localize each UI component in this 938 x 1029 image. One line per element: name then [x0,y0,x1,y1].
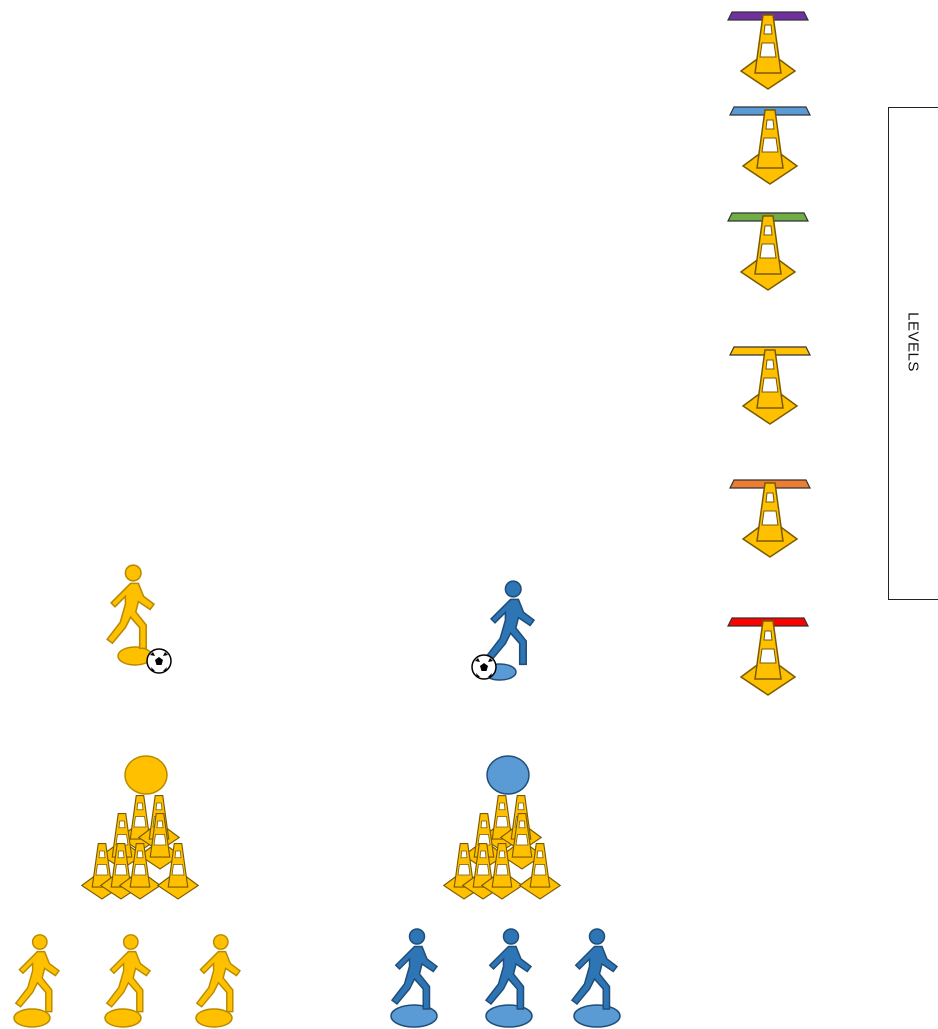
blue-player [392,929,437,1009]
level-cone-3 [743,350,797,424]
level-marker-3 [730,347,810,424]
level-marker-5 [730,107,810,184]
soccer-ball-icon [147,649,171,673]
level-marker-1 [728,618,808,695]
blue-spot [574,1005,620,1027]
blue-player [486,929,531,1009]
yellow-player [197,935,240,1012]
level-cone-5 [743,110,797,184]
blue-cone-pyramid [444,756,561,899]
yellow-dribbler [107,565,171,673]
levels-label: LEVELS [905,312,922,372]
level-marker-6 [728,12,808,89]
yellow-player [107,935,150,1012]
level-cone-4 [741,216,795,290]
blue-pyramid-top-spot [487,756,529,794]
level-marker-2 [730,480,810,557]
yellow-player [16,935,59,1012]
yellow-dribbler-player [107,565,154,648]
soccer-ball-icon [472,655,496,679]
level-marker-4 [728,213,808,290]
blue-waiting-players [391,929,620,1027]
blue-player [572,929,617,1009]
yellow-spot [14,1009,50,1027]
blue-dribbler-player [487,581,534,664]
yellow-pyramid-top-spot [125,756,167,794]
yellow-waiting-players [14,935,240,1027]
level-cone-1 [741,621,795,695]
yellow-cone-pyramid [82,756,199,899]
level-cone-6 [741,15,795,89]
blue-spot [486,1005,532,1027]
yellow-spot [105,1009,141,1027]
blue-dribbler [472,581,534,680]
level-cone-2 [743,483,797,557]
